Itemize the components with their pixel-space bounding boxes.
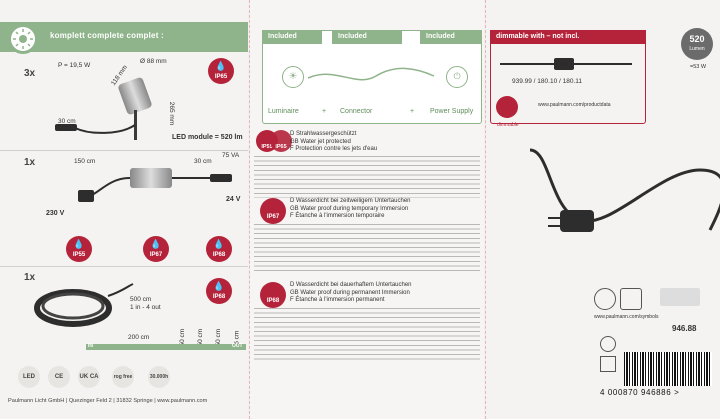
ip68-badge-mid: IP68 (260, 282, 286, 308)
ukca-logo: UK CA (78, 366, 100, 388)
led-module: LED module = 520 lm (172, 134, 243, 141)
row3-qty: 1x (24, 272, 36, 283)
product-data-url: www.paulmann.com/productdata (538, 102, 611, 108)
dimmable-badge-label: dimmable (497, 122, 519, 128)
product-silhouette-icon (660, 288, 700, 306)
row3-len: 500 cm (130, 296, 152, 303)
rog-free-logo: rog free (112, 366, 134, 388)
row2-ip68-badge: 💧 IP68 (206, 236, 232, 262)
row1-cable (55, 124, 136, 134)
row2-len1: 150 cm (74, 158, 96, 165)
row2-cable (78, 174, 232, 202)
symbol-icon-2 (620, 288, 642, 310)
luminaire-icon: ☀ (282, 66, 304, 88)
lumen-value: 520 (689, 34, 705, 44)
waterdrop-icon: 💧 (213, 239, 225, 249)
in-out-bar (86, 344, 246, 350)
lifetime-logo: 30.000h (148, 366, 170, 388)
in-label: IN (88, 343, 93, 349)
ip65-badge-mid: IP65 (270, 130, 292, 152)
row2-qty: 1x (24, 157, 36, 168)
recycle-icon (600, 336, 616, 352)
ip-section2-text (254, 224, 480, 272)
ip-section1-text (254, 156, 480, 198)
ip-section3-title: D Wasserdicht bei dauerhaftem Untertauch… (290, 282, 412, 303)
dimmer-cable (500, 58, 632, 70)
row1-power: P = 19,5 W (58, 62, 91, 69)
watt-value: =53 W (690, 64, 707, 70)
row2-vin: 230 V (46, 210, 65, 217)
row1-qty: 3x (24, 68, 36, 79)
led-logo: LED (18, 366, 40, 388)
ip-section1-title: D Strahlwassergeschützt GB Water jet pro… (290, 131, 378, 152)
connector-cable (307, 67, 435, 81)
complete-header: komplett complete complet : (0, 22, 248, 52)
row3-split: 1 in - 4 out (130, 304, 161, 311)
row3-len200: 200 cm (128, 334, 150, 341)
ip-section3-text (254, 308, 480, 360)
dimmer-article-numbers: 939.99 / 180.10 / 180.11 (512, 78, 582, 85)
dimmable-icon (496, 96, 518, 118)
cert-logos: LED CE UK CA rog free 30.000h (0, 366, 248, 396)
row1-d3: 265 mm (168, 101, 176, 126)
power-supply-box (130, 168, 172, 188)
header-title: komplett complete complet : (50, 31, 164, 40)
lumen-badge: 520 Lumen (681, 28, 713, 60)
row2-len2: 30 cm (194, 158, 212, 165)
power-plug-icon: ⏻ (446, 66, 468, 88)
included-header-2: Included (332, 30, 402, 44)
out-label: OUT (232, 343, 243, 349)
row-separator-1 (0, 150, 248, 151)
euro-plug-cable (529, 148, 720, 232)
plus-sign-1: + (322, 108, 327, 115)
ip-section2-title: D Wasserdicht bei zeitweiligem Untertauc… (290, 198, 411, 219)
row2-vout: 24 V (226, 196, 241, 203)
row2-power: 75 VA (222, 152, 240, 159)
company-address: Paulmann Licht GmbH | Quezinger Feld 2 |… (8, 398, 208, 404)
included-header-1: Included (262, 30, 322, 44)
waterdrop-icon: 💧 (150, 239, 162, 249)
waterdrop-icon: 💧 (73, 239, 85, 249)
row2-ip55-badge: 💧 IP55 (66, 236, 92, 262)
symbol-icon-1 (594, 288, 616, 310)
ce-logo: CE (48, 366, 70, 388)
lumen-unit: Lumen (689, 46, 705, 52)
luminaire-label: Luminaire (268, 108, 299, 115)
plus-sign-2: + (410, 108, 415, 115)
row1-cable-len: 30 cm (58, 118, 76, 125)
dimmable-header: dimmable with – not incl. (490, 30, 646, 44)
spotlight-spike (134, 110, 137, 140)
sun-icon (8, 24, 38, 54)
connector-label: Connector (340, 108, 373, 115)
ean-number: 4 000870 946886 > (600, 388, 680, 397)
symbols-url: www.paulmann.com/symbols (594, 314, 659, 320)
row-separator-2 (0, 266, 248, 267)
included-header-3: Included (420, 30, 482, 44)
power-supply-label: Power Supply (430, 108, 474, 115)
row1-d2: Ø 88 mm (140, 58, 167, 65)
row3-ip68-badge: 💧 IP68 (206, 278, 232, 304)
barcode (624, 352, 712, 386)
cable-coil (34, 283, 134, 327)
waterdrop-icon: 💧 (215, 61, 227, 71)
row1-ip65-badge: 💧 IP65 (208, 58, 234, 84)
article-number: 946.88 (672, 324, 697, 333)
weee-bin-icon (600, 356, 616, 372)
row2-ip67-badge: 💧 IP67 (143, 236, 169, 262)
waterdrop-icon: 💧 (213, 281, 225, 291)
ip67-badge-mid: IP67 (260, 198, 286, 224)
